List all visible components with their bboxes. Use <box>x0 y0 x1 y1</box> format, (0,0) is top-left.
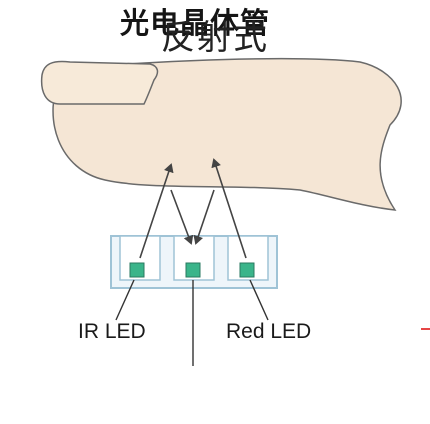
ir-led-label: IR LED <box>78 320 146 343</box>
red-led-label: Red LED <box>226 320 312 343</box>
ir-emit-arrow <box>139 163 174 259</box>
photodetector-label: 光电晶体管 <box>119 6 270 40</box>
red-reflect-arrow <box>193 189 215 245</box>
ir-led-leader <box>115 279 135 321</box>
red-emit-arrow <box>211 158 247 259</box>
edge-mark <box>421 328 430 330</box>
red-led-leader <box>249 279 269 321</box>
diagram-title: 反射式 <box>161 18 269 58</box>
photodetector-chip <box>185 262 201 278</box>
red-led-chip <box>239 262 255 278</box>
ir-reflect-arrow <box>170 189 194 245</box>
ir-led-chip <box>129 262 145 278</box>
fingernail-shape <box>40 60 159 105</box>
